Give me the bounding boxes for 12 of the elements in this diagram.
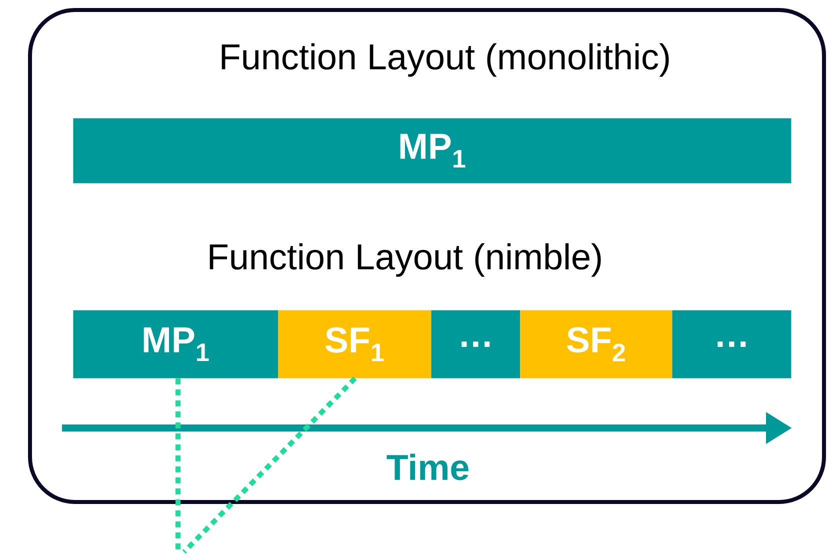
dotted-line <box>182 376 357 554</box>
bar: MP$_{1}$ <box>73 118 792 184</box>
timeline-segment: SF$_{2}$ <box>520 310 672 378</box>
timeline-segment: … <box>672 310 792 378</box>
frame <box>28 8 826 504</box>
heading: Function Layout (monolithic) <box>222 43 669 77</box>
dotted-line <box>176 378 180 552</box>
timeline-segment: MP$_{1}$ <box>73 310 278 378</box>
heading: Function Layout (nimble) <box>210 243 601 277</box>
timeline-segment: … <box>431 310 520 378</box>
axis-label: Time <box>386 454 468 480</box>
timeline-segment: SF$_{1}$ <box>278 310 432 378</box>
